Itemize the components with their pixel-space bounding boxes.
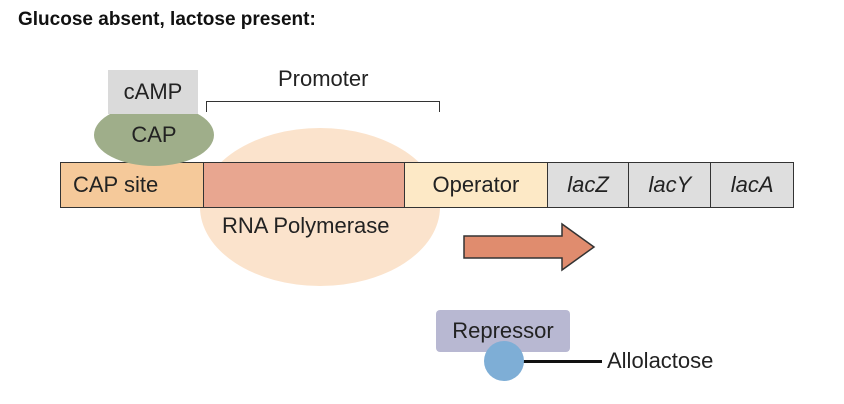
camp-label: cAMP [123, 79, 183, 104]
diagram-title: Glucose absent, lactose present: [18, 9, 316, 30]
rna-polymerase-binding-segment [203, 163, 406, 207]
repressor-label: Repressor [452, 318, 554, 343]
repressor-protein: Repressor [436, 310, 570, 352]
transcription-arrow-icon [463, 222, 596, 272]
cap-label: CAP [131, 122, 177, 147]
cap-site-segment: CAP site [61, 163, 204, 207]
dna-strand: CAP site Operator lacZ lacY lacA [60, 162, 794, 208]
camp-molecule: cAMP [108, 70, 198, 114]
laca-gene-segment: lacA [711, 163, 794, 207]
allolactose-pointer-line [504, 360, 602, 363]
allolactose-label: Allolactose [607, 348, 714, 373]
promoter-label: Promoter [278, 66, 369, 91]
rna-polymerase-label: RNA Polymerase [222, 213, 390, 238]
lacz-gene-segment: lacZ [547, 163, 630, 207]
operator-segment: Operator [405, 163, 548, 207]
allolactose-molecule [484, 341, 524, 381]
cap-protein: CAP [94, 104, 214, 166]
promoter-bracket [206, 101, 440, 112]
lacy-gene-segment: lacY [629, 163, 712, 207]
